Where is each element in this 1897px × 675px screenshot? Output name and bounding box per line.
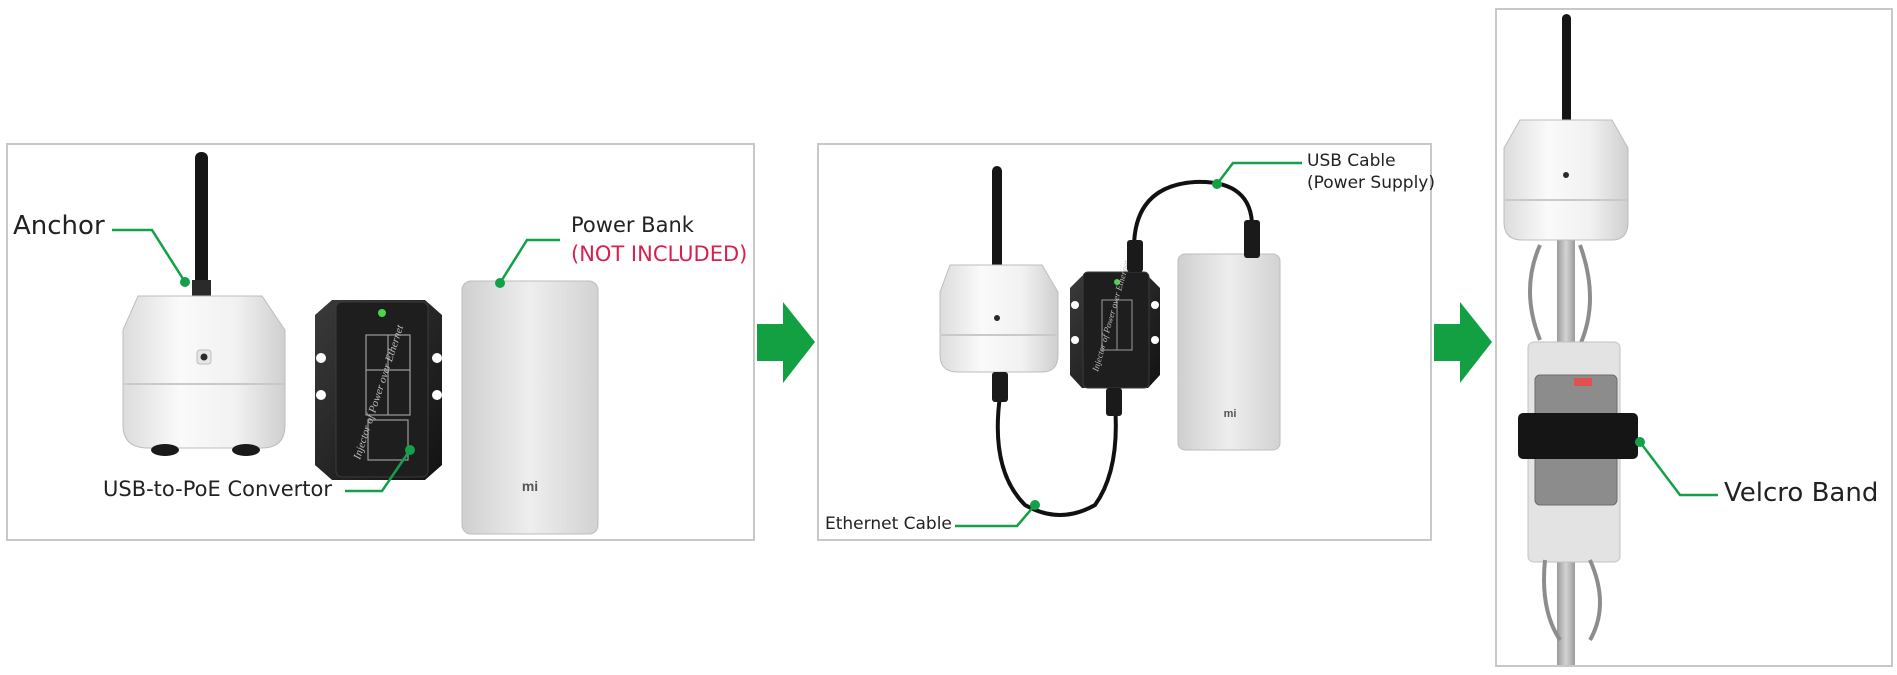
rj45-plug-anchor <box>992 372 1008 402</box>
cables <box>995 179 1255 517</box>
velcro-band-label: Velcro Band <box>1724 478 1879 508</box>
ethernet-pointer-dot <box>1030 500 1040 510</box>
powerbank-note: (NOT INCLUDED) <box>571 242 748 266</box>
panel1-leader-lines <box>112 228 560 493</box>
poe-converter-connected: Injector of Power over Ethernet <box>1070 259 1160 389</box>
power-bank: mi <box>461 280 599 535</box>
powerbank-label: Power Bank <box>571 213 694 237</box>
arrow-step-1 <box>757 302 815 383</box>
power-bank-logo: mi <box>522 478 538 494</box>
usb-cable <box>1132 179 1255 249</box>
powerbank-pointer-dot <box>495 278 505 288</box>
usb-plug-powerbank <box>1244 220 1260 258</box>
panel3-leader-line <box>1639 441 1718 497</box>
anchor-device <box>122 152 286 456</box>
ethernet-cable-label: Ethernet Cable <box>825 514 952 534</box>
panel2-leader-lines <box>955 161 1302 528</box>
poe-converter: Injector of Power over Ethernet <box>315 300 442 480</box>
usb-cable-label-1: USB Cable <box>1307 151 1396 171</box>
anchor-label: Anchor <box>13 211 105 241</box>
usb-plug-converter <box>1127 240 1143 272</box>
velcro-pointer-dot <box>1635 437 1645 447</box>
velcro-band <box>1518 413 1638 459</box>
rj45-plug-converter <box>1106 388 1122 416</box>
mounted-assembly <box>1503 14 1638 665</box>
arrow-step-2 <box>1434 302 1492 383</box>
usb-cable-label-2: (Power Supply) <box>1307 173 1435 193</box>
converter-label: USB-to-PoE Convertor <box>103 477 332 501</box>
ethernet-cable <box>995 395 1118 517</box>
usb-cable-pointer-dot <box>1212 179 1222 189</box>
power-bank-connected: mi <box>1177 253 1281 451</box>
converter-pointer-dot <box>405 445 415 455</box>
power-bank-logo-2: mi <box>1224 408 1237 420</box>
anchor-device-connected <box>939 166 1059 373</box>
anchor-pointer-dot <box>180 277 190 287</box>
